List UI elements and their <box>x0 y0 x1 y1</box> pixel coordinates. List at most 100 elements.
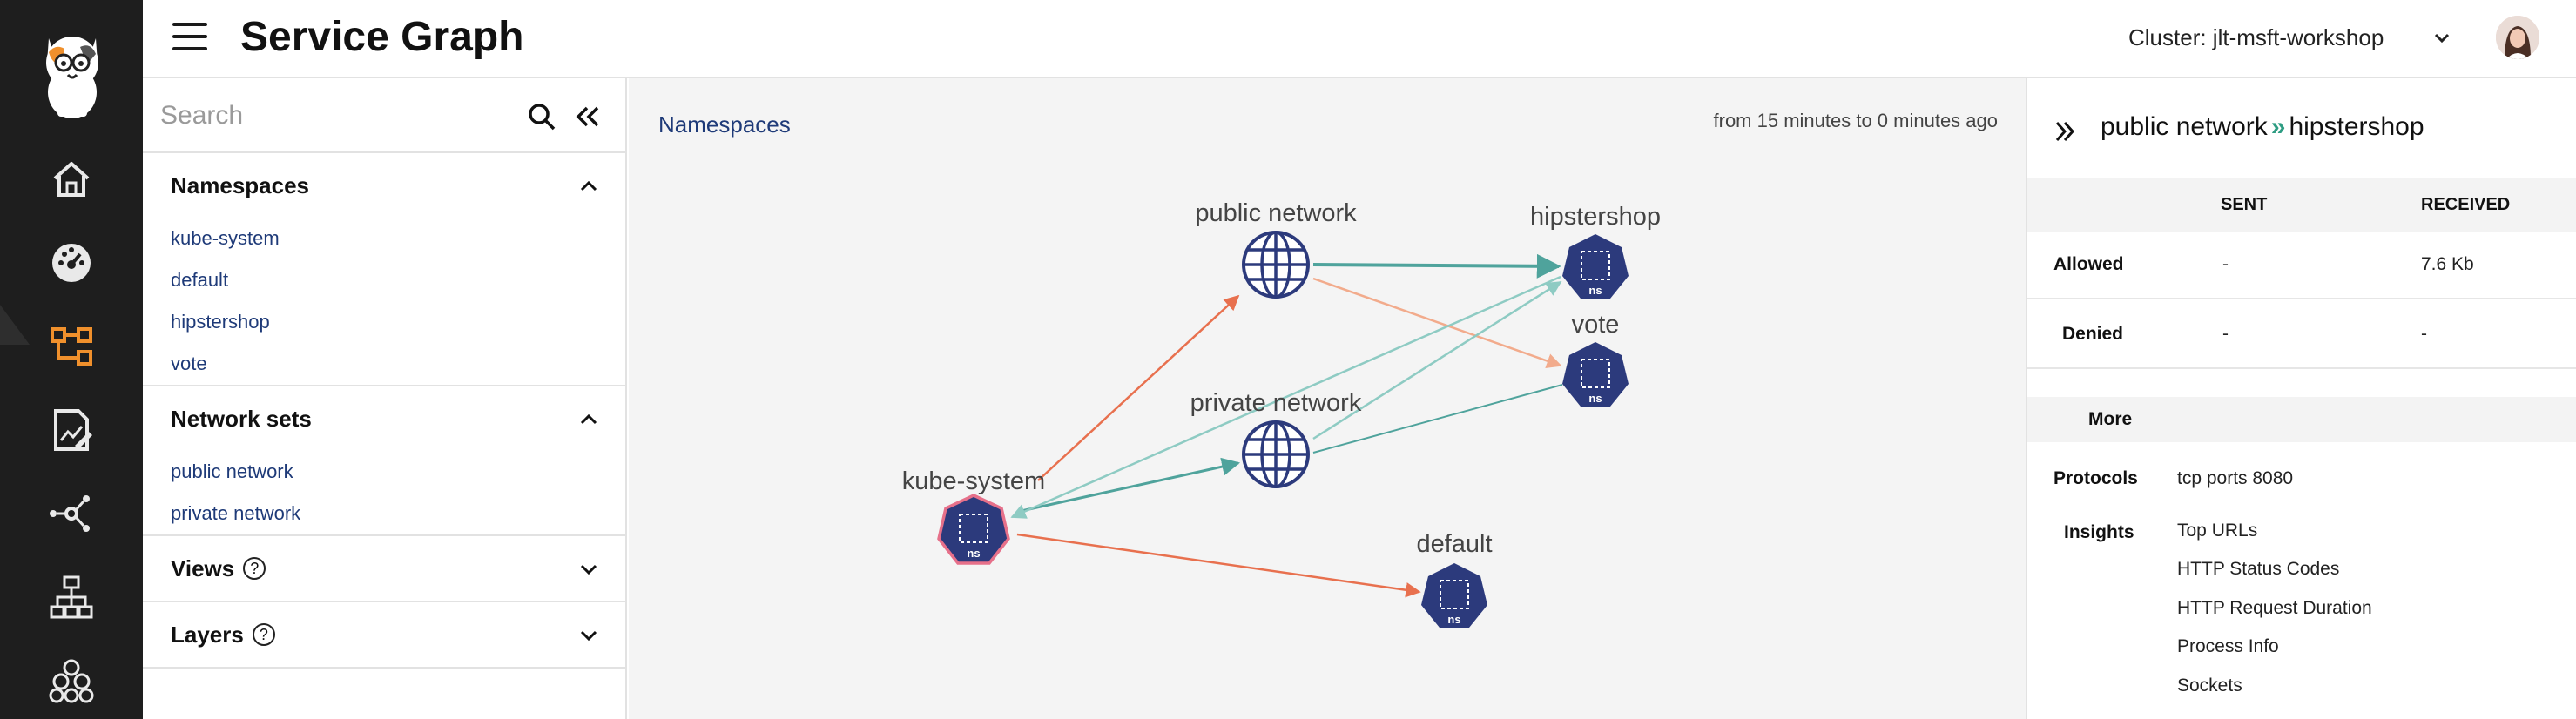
ns-badge: ns <box>1588 284 1602 297</box>
edge-kube-system-to-default[interactable] <box>1016 533 1421 598</box>
graph-svg[interactable]: public network hipstershop ns vote ns <box>629 78 2026 719</box>
detail-separator: » <box>2270 112 2286 141</box>
policies-icon[interactable] <box>45 404 98 456</box>
layers-header[interactable]: Layers ? <box>171 602 275 667</box>
user-avatar[interactable] <box>2496 16 2539 59</box>
insight-link[interactable]: Process Info <box>2177 636 2279 656</box>
chevron-down-icon[interactable] <box>578 625 599 646</box>
col-sent: SENT <box>2221 195 2268 214</box>
expand-panel-icon[interactable] <box>2052 118 2078 144</box>
namespace-icon: ns <box>1562 234 1629 299</box>
help-icon[interactable]: ? <box>243 557 266 580</box>
node-label: vote <box>1572 311 1620 339</box>
more-band: More <box>2027 397 2576 442</box>
views-header[interactable]: Views ? <box>171 536 266 601</box>
node-vote[interactable]: vote ns <box>1562 311 1629 407</box>
views-title: Views <box>171 555 235 581</box>
node-label: private network <box>1190 389 1362 417</box>
namespace-item[interactable]: default <box>171 269 229 291</box>
layers-section[interactable]: Layers ? <box>143 602 627 669</box>
node-kube-system[interactable]: kube-system ns <box>902 467 1045 565</box>
service-graph-canvas[interactable]: Namespaces from 15 minutes to 0 minutes … <box>629 78 2026 719</box>
globe-icon <box>1242 231 1310 299</box>
cluster-selector[interactable]: Cluster: jlt-msft-workshop <box>2128 24 2384 50</box>
endpoints-icon[interactable] <box>45 487 98 540</box>
collapse-sidebar-icon[interactable] <box>571 101 603 132</box>
ns-badge: ns <box>967 547 980 560</box>
edge-public-to-hipstershop[interactable] <box>1312 253 1561 279</box>
namespace-item[interactable]: hipstershop <box>171 311 270 333</box>
calico-cat-logo <box>35 19 110 120</box>
node-private-network[interactable]: private network <box>1190 389 1362 488</box>
edge-kube-system-to-public[interactable] <box>1037 294 1240 481</box>
namespaces-section: Namespaces kube-system default hipstersh… <box>143 153 627 386</box>
node-public-network[interactable]: public network <box>1195 199 1357 299</box>
detail-target: hipstershop <box>2289 112 2424 141</box>
insight-link[interactable]: Sockets <box>2177 675 2242 695</box>
denied-sent: - <box>2222 324 2229 344</box>
node-label: kube-system <box>902 467 1045 495</box>
allowed-label: Allowed <box>2053 254 2124 274</box>
namespace-icon: ns <box>1421 563 1487 628</box>
managed-clusters-icon[interactable] <box>45 571 98 623</box>
chevron-down-icon[interactable] <box>578 559 599 580</box>
denied-received: - <box>2421 324 2427 344</box>
node-default[interactable]: default ns <box>1416 530 1493 628</box>
dashboard-icon[interactable] <box>45 237 98 289</box>
network-sets-section: Network sets public network private netw… <box>143 386 627 536</box>
chevron-down-icon[interactable] <box>2431 28 2452 49</box>
node-hipstershop[interactable]: hipstershop ns <box>1530 203 1661 299</box>
ns-badge: ns <box>1447 613 1460 626</box>
views-section[interactable]: Views ? <box>143 536 627 602</box>
search-input[interactable] <box>160 94 491 138</box>
allowed-received: 7.6 Kb <box>2421 254 2474 274</box>
insights-label: Insights <box>2064 522 2134 542</box>
node-label: public network <box>1195 199 1357 227</box>
nodes-icon[interactable] <box>45 655 98 707</box>
edge-public-to-vote[interactable] <box>1312 277 1562 369</box>
network-sets-header[interactable]: Network sets <box>171 406 312 432</box>
more-label: More <box>2088 409 2133 429</box>
col-received: RECEIVED <box>2421 195 2511 214</box>
detail-source: public network <box>2101 112 2268 141</box>
insight-link[interactable]: HTTP Status Codes <box>2177 559 2340 579</box>
ns-badge: ns <box>1588 392 1602 405</box>
protocols-label: Protocols <box>2053 468 2138 488</box>
search-icon[interactable] <box>526 101 557 132</box>
search-bar <box>143 78 627 153</box>
allowed-row: Allowed - 7.6 Kb <box>2027 232 2576 299</box>
namespaces-header[interactable]: Namespaces <box>171 172 309 198</box>
graph-edges <box>1010 253 1563 598</box>
denied-row: Denied - - <box>2027 301 2576 369</box>
menu-icon[interactable] <box>172 23 207 54</box>
edge-private-to-hipstershop[interactable] <box>1312 280 1562 440</box>
breadcrumb[interactable]: Namespaces <box>658 111 791 138</box>
active-nav-marker <box>0 305 30 345</box>
edge-kube-system-to-private[interactable] <box>1016 457 1241 514</box>
top-bar: Service Graph Cluster: jlt-msft-workshop <box>143 0 2576 78</box>
service-graph-icon[interactable] <box>45 320 98 373</box>
home-icon[interactable] <box>45 153 98 205</box>
denied-label: Denied <box>2062 324 2124 344</box>
namespace-item[interactable]: kube-system <box>171 227 280 249</box>
left-nav <box>0 0 143 719</box>
protocols-value: tcp ports 8080 <box>2177 468 2294 488</box>
network-set-item[interactable]: private network <box>171 502 301 524</box>
edge-vote-to-private[interactable] <box>1312 384 1563 454</box>
help-icon[interactable]: ? <box>252 623 275 646</box>
chevron-up-icon[interactable] <box>578 176 599 197</box>
namespace-icon: ns <box>1562 342 1629 407</box>
insight-link[interactable]: HTTP Request Duration <box>2177 598 2372 618</box>
globe-icon <box>1242 420 1310 488</box>
time-range[interactable]: from 15 minutes to 0 minutes ago <box>1713 110 1999 131</box>
network-set-item[interactable]: public network <box>171 460 293 482</box>
stats-header: SENT RECEIVED <box>2027 178 2576 232</box>
chevron-up-icon[interactable] <box>578 409 599 430</box>
edge-hipstershop-to-kube-system[interactable] <box>1010 275 1561 519</box>
layers-title: Layers <box>171 622 244 648</box>
namespace-item[interactable]: vote <box>171 353 207 374</box>
allowed-sent: - <box>2222 254 2229 274</box>
sidebar: Namespaces kube-system default hipstersh… <box>143 78 627 719</box>
insight-link[interactable]: Top URLs <box>2177 521 2258 541</box>
page-title: Service Graph <box>240 14 524 60</box>
